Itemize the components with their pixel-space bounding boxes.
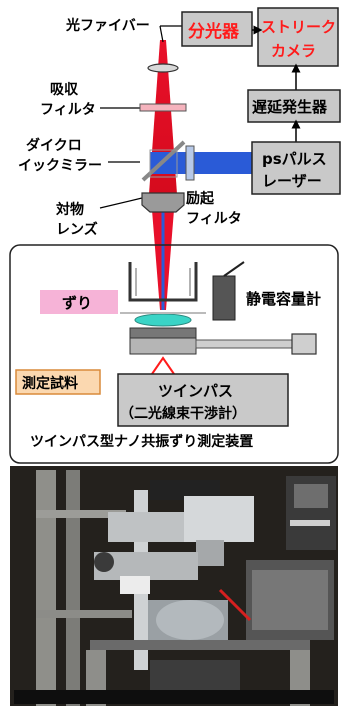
sample-container (128, 262, 198, 302)
sample-stage (129, 327, 197, 339)
apparatus-panel (9, 244, 339, 464)
fiber-label: 光ファイバー (65, 17, 150, 34)
apparatus-caption: ツインパス型ナノ共振ずり測定装置 (30, 433, 253, 450)
spectrometer-box (181, 11, 253, 47)
dichroic-label-2: イックミラー (18, 158, 102, 174)
apparatus-photo (10, 466, 338, 706)
twinpath-beam (151, 356, 175, 375)
delay-generator-box (247, 89, 341, 123)
absorb-filter (139, 103, 187, 112)
capacitance-probe (212, 275, 236, 321)
sample-box (15, 369, 101, 395)
objective-label-1: 対物 (55, 201, 84, 218)
objective-label-2: レンズ (56, 221, 98, 238)
absorb-filter-label-1: 吸収 (50, 81, 79, 98)
right-block (291, 333, 317, 355)
sample-label: 測定試料 (22, 375, 78, 392)
ps-laser-label-2: レーザー (262, 172, 322, 190)
twinpath-label-2: （二光線束干渉計） (120, 405, 246, 422)
excite-filter-label-2: フィルタ (186, 211, 242, 227)
excite-filter (185, 145, 195, 181)
streak-camera-label-2: カメラ (271, 42, 316, 60)
objective-pointer (99, 197, 143, 209)
spectrometer-label: 分光器 (188, 21, 240, 42)
shear-label: ずり (62, 294, 92, 312)
shear-box (40, 290, 118, 314)
upper-lens (147, 63, 179, 73)
objective-lens (141, 192, 185, 213)
twinpath-label-1: ツインパス (158, 382, 233, 400)
rail (195, 339, 293, 349)
ps-laser-box (251, 141, 341, 195)
ps-laser-label-1: psパルス (262, 150, 327, 168)
capacitance-cable (223, 261, 245, 277)
blue-beam-horizontal (150, 152, 252, 174)
sample-droplet (134, 313, 192, 327)
excite-filter-label-1: 励起 (186, 190, 215, 207)
delay-generator-label: 遅延発生器 (252, 98, 328, 116)
absorb-filter-label-2: フィルタ (40, 102, 96, 118)
sample-base (129, 337, 197, 355)
twinpath-box (117, 373, 289, 427)
fiber-pointer-down (159, 25, 164, 43)
dichroic-mount (149, 149, 178, 178)
streak-camera-label-1: ストリーク (261, 18, 336, 36)
dichroic-label-1: ダイクロ (26, 137, 82, 154)
capacitance-label: 静電容量計 (246, 290, 321, 308)
